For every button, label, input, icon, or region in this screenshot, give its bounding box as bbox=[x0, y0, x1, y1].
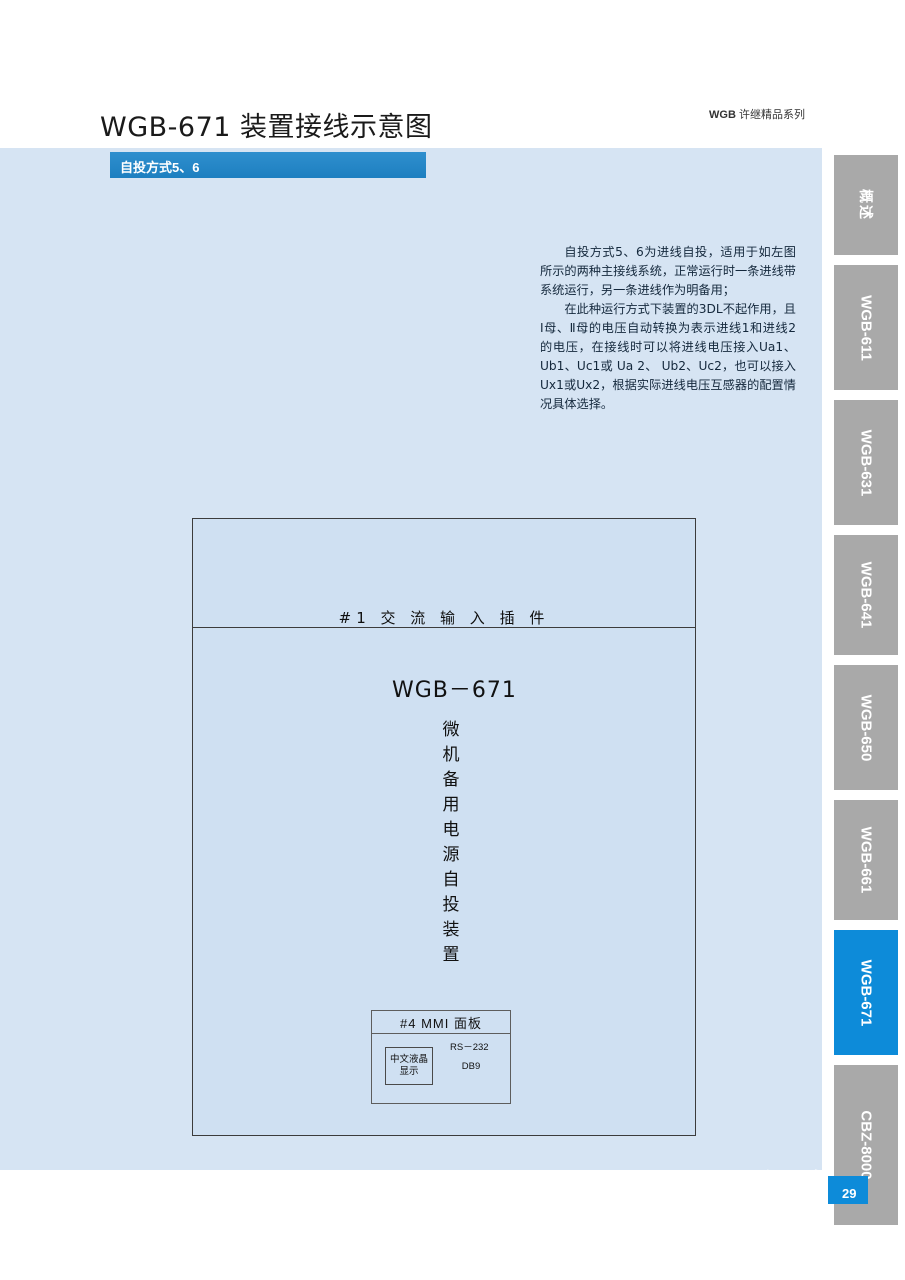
section-banner: 自投方式5、6 bbox=[110, 152, 426, 178]
paragraph-2: 在此种运行方式下装置的3DL不起作用，且Ⅰ母、Ⅱ母的电压自动转换为表示进线1和进… bbox=[540, 302, 796, 411]
header-background bbox=[0, 0, 822, 148]
mmi-panel-title: #4 MMI 面板 bbox=[372, 1011, 510, 1034]
device-name-char: 用 bbox=[442, 795, 460, 815]
device-name-char: 机 bbox=[442, 745, 460, 765]
sidebar-tab-wgb-631[interactable]: WGB-631 bbox=[834, 400, 898, 525]
device-name-char: 装 bbox=[442, 920, 460, 940]
page-number-badge bbox=[828, 1176, 868, 1204]
ac-input-module bbox=[192, 518, 696, 628]
paragraph-1: 自投方式5、6为进线自投，适用于如左图所示的两种主接线系统，正常运行时一条进线带… bbox=[540, 245, 796, 297]
sidebar-tab-label: WGB-671 bbox=[857, 959, 875, 1026]
device-name-char: 电 bbox=[442, 820, 460, 840]
section-banner-label: 自投方式5、6 bbox=[120, 160, 200, 175]
device-name-char: 投 bbox=[442, 895, 460, 915]
sidebar-tab-label: WGB-641 bbox=[857, 561, 875, 629]
device-name-char: 置 bbox=[442, 945, 460, 965]
page-title: WGB-671 装置接线示意图 bbox=[100, 112, 433, 143]
sidebar-tab-label: WGB-650 bbox=[857, 694, 875, 761]
sidebar-tab--[interactable]: 概述 bbox=[834, 155, 898, 255]
sidebar-tab-label: 概述 bbox=[858, 189, 874, 221]
description-paragraph: 自投方式5、6为进线自投，适用于如左图所示的两种主接线系统，正常运行时一条进线带… bbox=[540, 243, 796, 414]
device-name-char: 微 bbox=[442, 720, 460, 740]
sidebar-tab-label: WGB-611 bbox=[857, 294, 875, 361]
mmi-panel: #4 MMI 面板 中文液晶显示 RS－232 DB9 bbox=[371, 1010, 511, 1104]
brand-series: 许继精品系列 bbox=[739, 109, 805, 121]
ac-input-module-title: #1 交 流 输 入 插 件 bbox=[338, 608, 550, 627]
sidebar-tab-wgb-611[interactable]: WGB-611 bbox=[834, 265, 898, 390]
device-name-char: 自 bbox=[442, 870, 460, 890]
brand-line: WGB 许继精品系列 bbox=[709, 106, 805, 122]
sidebar-tab-label: WGB-661 bbox=[857, 826, 875, 894]
sidebar-tab-label: WGB-631 bbox=[857, 429, 875, 496]
sidebar-tab-wgb-650[interactable]: WGB-650 bbox=[834, 665, 898, 790]
rs232-label: RS－232 bbox=[450, 1042, 489, 1053]
device-name-char: 备 bbox=[442, 770, 460, 790]
sidebar-tab-wgb-671[interactable]: WGB-671 bbox=[834, 930, 898, 1055]
sidebar-tab-wgb-641[interactable]: WGB-641 bbox=[834, 535, 898, 655]
sidebar-tab-wgb-661[interactable]: WGB-661 bbox=[834, 800, 898, 920]
page-number: 29 bbox=[842, 1186, 857, 1201]
device-model-label: WGB－671 bbox=[392, 678, 517, 703]
db9-connector-label: DB9 bbox=[461, 1060, 481, 1072]
watermark: Baidu 经验 jingyan.baidu.com bbox=[645, 1160, 875, 1218]
lcd-display: 中文液晶显示 bbox=[385, 1047, 433, 1085]
device-name-vertical: 微机备用电源自投装置 bbox=[438, 718, 464, 968]
watermark-brand: Baidu 经验 bbox=[645, 1168, 827, 1208]
brand-name: WGB bbox=[709, 109, 736, 121]
watermark-url: jingyan.baidu.com bbox=[647, 1202, 760, 1218]
device-name-char: 源 bbox=[442, 845, 460, 865]
